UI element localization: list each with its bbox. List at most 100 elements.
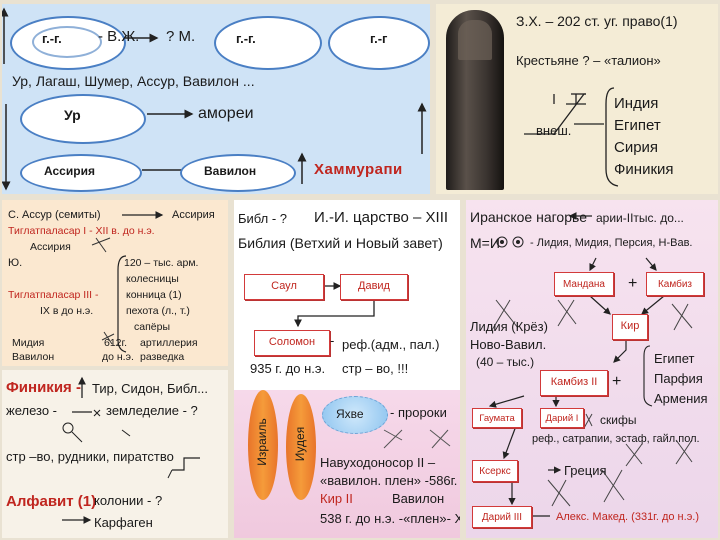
parthia-label: Парфия (654, 372, 703, 385)
lydia-label: Лидия (Крёз) (470, 320, 548, 333)
hammurabi-code-line1: З.Х. – 202 ст. уг. право(1) (516, 14, 678, 28)
panel-mesopotamia: г.-г. - В.Ж. ? М. г.-г. г.-г Ур, Лагаш, … (2, 4, 430, 194)
david-box: Давид (340, 274, 408, 300)
cities-text: Ур, Лагаш, Шумер, Ассур, Вавилон ... (12, 74, 255, 88)
gg-label-2: г.-г. (236, 32, 256, 45)
panel-persia: Иранское нагорье арии-IIтыс. до... М=И -… (466, 200, 718, 538)
assyria-l6: колесницы (126, 274, 179, 285)
panel-phoenicia: Финикия - Тир, Сидон, Библ... железо - з… (2, 370, 228, 538)
persia-reforms: реф., сатрапии, эстаф, гайл.пол. (532, 434, 700, 445)
country-phoenicia: Финикия (614, 162, 674, 177)
panel-persia-lines (466, 200, 718, 538)
kir-line1a: Кир II (320, 492, 353, 505)
phoenicia-l5: Карфаген (94, 516, 153, 529)
bible-label: Библия (Ветхий и Новый завет) (238, 236, 443, 250)
assyria-l1a: С. Ассур (семиты) (8, 210, 101, 221)
saul-box: Саул (244, 274, 324, 300)
assyria-l11c: разведка (140, 352, 184, 363)
alex-label-red: Алекс. Макед. (331г. до н.э.) (556, 512, 699, 523)
neb-line1: Навуходоносор II – (320, 456, 435, 469)
darius-box: Дарий I (540, 408, 584, 428)
assyria-l8b: пехота (л., т.) (126, 306, 190, 317)
panel-babylon-captivity: Израиль Иудея Яхве - пророки Навуходонос… (234, 390, 460, 538)
phoenicia-l3: стр –во, рудники, пиратство (6, 450, 174, 463)
phoenicia-l4b: колонии - ? (94, 494, 162, 507)
darius3-box: Дарий III (472, 506, 532, 528)
hammurabi-code-line2: Крестьяне ? – «талион» (516, 54, 661, 67)
mandana-box: Мандана (554, 272, 614, 296)
solomon-dash: - (330, 334, 334, 347)
phoenicia-l1b: Тир, Сидон, Библ... (92, 382, 208, 395)
scythians-label: скифы (600, 414, 636, 426)
babylon-label: Вавилон (204, 165, 256, 177)
iran-l1b: арии-IIтыс. до... (596, 212, 684, 224)
assyria-l1b: Ассирия (172, 210, 215, 221)
phoenicia-l1a: Финикия - (6, 380, 81, 395)
kir-line2: 538 г. до н.э. -«плен»- Х (320, 512, 460, 525)
ur-label: Ур (64, 108, 81, 122)
gg-label-1: г.-г. (42, 32, 62, 45)
panel-hammurabi-lines (436, 4, 718, 194)
alex-label: Алекс. Макед. (331г. до н.э.) (556, 511, 699, 523)
kambiz2-label: Камбиз II (551, 376, 598, 388)
country-egypt: Египет (614, 118, 661, 133)
kir-label: Кир (621, 320, 640, 332)
david-label: Давид (358, 280, 390, 292)
vnesh-label: внеш. (536, 124, 571, 137)
assyria-l3: Ассирия (30, 242, 71, 253)
date935-label: 935 г. до н.э. (250, 362, 325, 375)
amorei-label: амореи (198, 106, 254, 122)
m-label: ? М. (166, 29, 195, 44)
darius-label: Дарий I (546, 413, 579, 424)
xerxes-box: Ксеркс (472, 460, 518, 482)
novo-label: Ново-Вавил. (470, 338, 546, 351)
assyria-l10a: Мидия (12, 338, 44, 349)
greece-label: Греция (564, 464, 607, 477)
saul-label: Саул (271, 280, 297, 292)
gaumata-label: Гаумата (479, 413, 515, 424)
phoenicia-l4a: Алфавит (1) (6, 494, 96, 509)
iran-l2b: - Лидия, Мидия, Персия, Н-Вав. (530, 238, 692, 249)
str-label: стр – во, !!! (342, 362, 408, 375)
panel-assyria: С. Ассур (семиты) Ассирия Тиглатпаласар … (2, 200, 228, 366)
solomon-label: Соломон (269, 336, 315, 348)
kir-line1b: Вавилон (392, 492, 444, 505)
gg-label-3: г.-г (370, 32, 387, 45)
assyria-l10b: 612г. (104, 338, 127, 349)
neb-line2: «вавилон. плен» -586г. (320, 474, 457, 487)
plus-1: + (628, 276, 637, 292)
kingdom-label: И.-И. царство – XIII (314, 210, 448, 225)
assyria-l8a: IX в до н.э. (40, 306, 93, 317)
egypt-label: Египет (654, 352, 694, 365)
gaumata-box: Гаумата (472, 408, 522, 428)
assyria-l5: 120 – тыс. арм. (124, 258, 198, 269)
xerxes-label: Ксеркс (479, 466, 510, 477)
mandana-label: Мандана (563, 279, 605, 290)
reforms-label: реф.(адм., пал.) (342, 338, 439, 351)
darius3-label: Дарий III (482, 512, 522, 523)
iran-l1: Иранское нагорье (470, 210, 587, 224)
iran-l2a: М=И (470, 236, 500, 250)
country-syria: Сирия (614, 140, 658, 155)
solomon-box: Соломон (254, 330, 330, 356)
assyria-l2: Тиглатпаласар I - XII в. до н.э. (8, 226, 155, 237)
country-india: Индия (614, 96, 658, 111)
assyria-l7b: конница (1) (126, 290, 182, 301)
assyria-l9: сапёры (134, 322, 170, 333)
kir-box: Кир (612, 314, 648, 340)
assyria-l10c: артиллерия (140, 338, 198, 349)
vzh-label: - В.Ж. (98, 29, 139, 44)
assyria-l11b: до н.э. (102, 352, 134, 363)
assyria-l7a: Тиглатпаласар III - (8, 290, 98, 301)
kambiz-label: Камбиз (658, 279, 692, 290)
plus-2: + (612, 374, 621, 390)
kambiz-box: Камбиз (646, 272, 704, 296)
kambiz2-box: Камбиз II (540, 370, 608, 396)
panel-israel-judea: Библ - ? И.-И. царство – XIII Библия (Ве… (234, 200, 460, 390)
assyria-l11a: Вавилон (12, 352, 54, 363)
hammurabi-label: Хаммурапи (314, 162, 403, 177)
assyria-l4: Ю. (8, 258, 22, 269)
bibl-label: Библ - ? (238, 212, 287, 225)
oval-gg-2 (214, 16, 322, 70)
oval-ur (20, 94, 146, 144)
